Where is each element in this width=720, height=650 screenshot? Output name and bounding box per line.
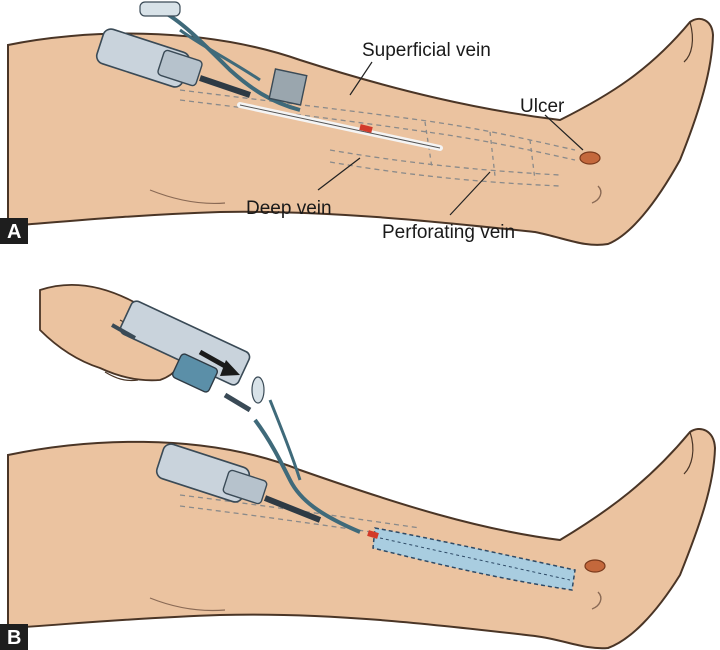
ulcer-b <box>584 559 606 573</box>
tubing-b <box>253 418 361 534</box>
catheter-handpiece-a <box>95 28 251 98</box>
ulcer-a <box>579 151 601 165</box>
catheter-handpiece-b <box>155 443 322 523</box>
panel-letter-b: B <box>7 627 21 649</box>
label-deep-vein: Deep vein <box>246 198 332 219</box>
label-ulcer: Ulcer <box>520 96 565 117</box>
clamp-a <box>268 68 308 106</box>
label-superficial-vein: Superficial vein <box>362 40 491 61</box>
panel-letter-a: A <box>7 221 21 243</box>
label-perforating-vein: Perforating vein <box>382 222 515 243</box>
panel-b: B <box>0 283 717 650</box>
panel-a: Superficial vein Ulcer Deep vein Perfora… <box>0 1 715 246</box>
tubing-a <box>159 8 301 112</box>
leg-b <box>7 428 717 650</box>
panel-letter-b-box <box>0 624 28 650</box>
superficial-vein-a <box>179 89 576 151</box>
perforating-vein-a <box>424 121 536 181</box>
deep-vein-a <box>329 149 561 176</box>
panel-letter-a-box <box>0 218 28 244</box>
